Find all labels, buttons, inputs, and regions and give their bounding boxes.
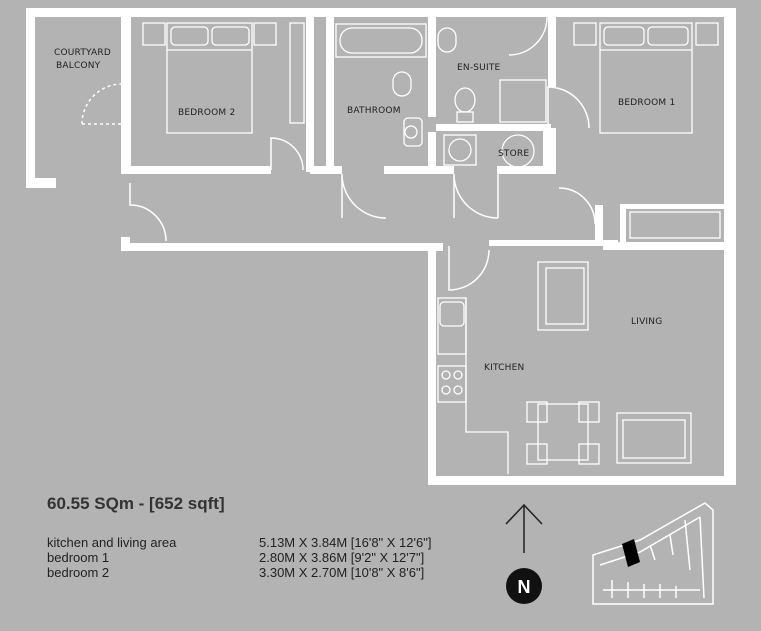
- room-label-en-suite: EN-SUITE: [457, 63, 501, 73]
- room-label-bedroom-2: BEDROOM 2: [178, 108, 235, 118]
- dimension-size: 3.30M X 2.70M [10'8" X 8'6"]: [259, 565, 425, 580]
- dimension-row: bedroom 1 2.80M X 3.86M [9'2" X 12'7"]: [47, 550, 431, 565]
- room-label-store: STORE: [498, 149, 529, 159]
- key-plan-icon: [592, 502, 714, 605]
- room-dimensions: kitchen and living area 5.13M X 3.84M [16…: [47, 535, 431, 580]
- fixtures: [142, 22, 734, 474]
- room-label-courtyard-2: BALCONY: [56, 61, 101, 71]
- dimension-size: 5.13M X 3.84M [16'8" X 12'6"]: [259, 535, 432, 550]
- room-label-kitchen: KITCHEN: [484, 363, 524, 373]
- dimension-room: bedroom 1: [47, 550, 110, 565]
- room-labels: COURTYARD BALCONY BEDROOM 2 BATHROOM EN-…: [54, 48, 675, 373]
- walls: [26, 8, 736, 485]
- room-label-living: LIVING: [631, 317, 662, 327]
- room-label-courtyard-1: COURTYARD: [54, 48, 111, 58]
- room-label-bathroom: BATHROOM: [347, 106, 401, 116]
- dimension-room: kitchen and living area: [47, 535, 177, 550]
- dimension-size: 2.80M X 3.86M [9'2" X 12'7"]: [259, 550, 425, 565]
- room-label-bedroom-1: BEDROOM 1: [618, 98, 675, 108]
- dimension-room: bedroom 2: [47, 565, 110, 580]
- key-plan-highlight: [622, 539, 640, 567]
- area-title: 60.55 SQm - [652 sqft]: [47, 494, 225, 513]
- north-letter: N: [518, 577, 531, 597]
- dimension-row: kitchen and living area 5.13M X 3.84M [16…: [47, 535, 431, 550]
- north-arrow: [505, 503, 543, 553]
- dimension-row: bedroom 2 3.30M X 2.70M [10'8" X 8'6"]: [47, 565, 431, 580]
- doors: [81, 16, 596, 291]
- north-compass-icon: [506, 568, 542, 604]
